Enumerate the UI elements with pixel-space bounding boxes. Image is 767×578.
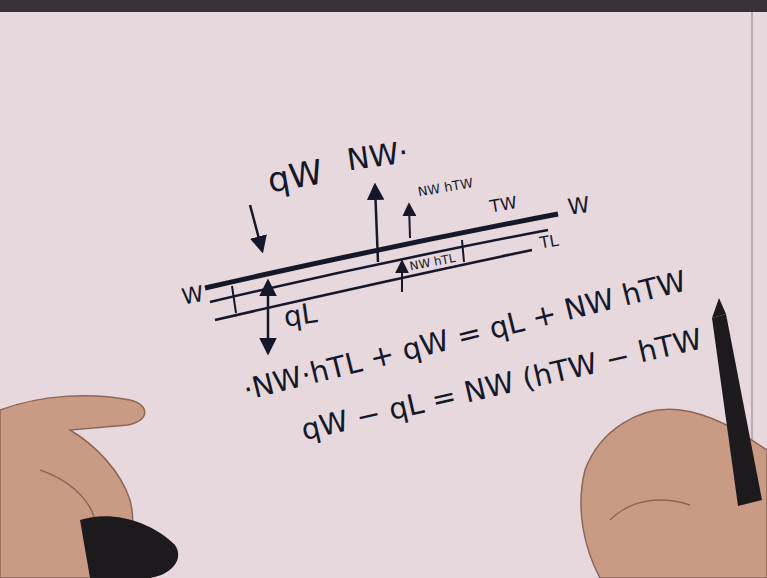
handwritten-label: W	[178, 282, 208, 310]
handwritten-label: NW·	[343, 135, 413, 177]
tick-mark	[462, 240, 464, 262]
heat-flux-arrow	[250, 205, 262, 250]
wall-surface-l	[215, 250, 532, 320]
enthalpy-arrow	[409, 205, 410, 238]
handwritten-label: TL	[536, 231, 561, 252]
marker-pen	[712, 314, 762, 506]
handwritten-label: TW	[486, 192, 520, 216]
enthalpy-arrow	[401, 262, 403, 292]
left-marker	[80, 516, 178, 578]
paper-top-edge	[0, 0, 767, 12]
hand-crease	[40, 470, 95, 520]
heat-flux-arrow	[267, 282, 270, 352]
tick-mark	[232, 286, 236, 313]
mass-flux-arrow	[375, 186, 378, 262]
marker-tip	[712, 298, 726, 318]
handwritten-label: qW	[263, 153, 328, 200]
handwritten-label: qL	[280, 298, 321, 334]
hand-crease	[610, 500, 690, 520]
handwritten-label: W	[564, 192, 593, 220]
wall-surface-w	[205, 214, 558, 288]
handwritten-label: NW hTW	[415, 176, 476, 200]
